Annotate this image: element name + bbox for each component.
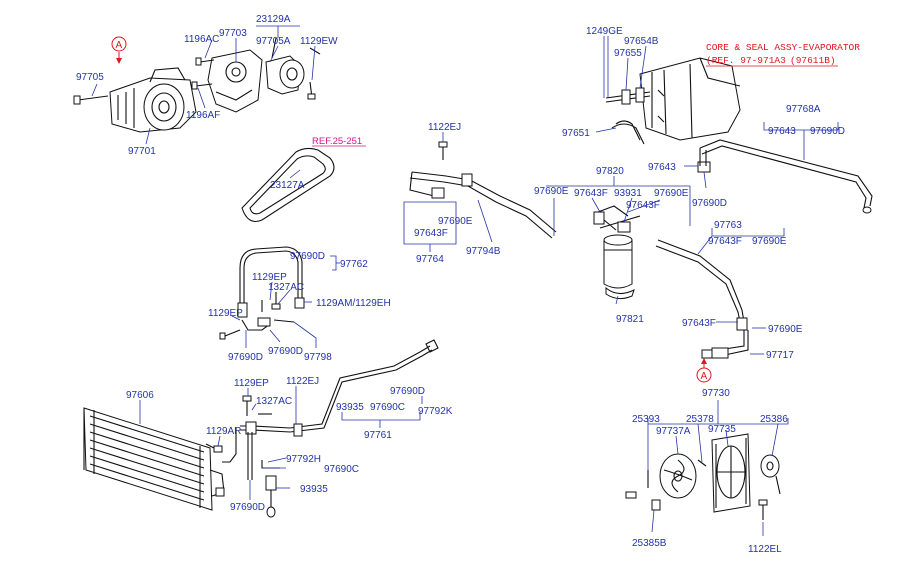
label-1129ep-c[interactable]: 1129EP	[234, 378, 269, 389]
label-1327ac-b[interactable]: 1327AC	[256, 396, 292, 407]
label-97643f-b[interactable]: 97643F	[574, 188, 608, 199]
label-97690e-e[interactable]: 97690E	[768, 324, 803, 335]
label-97690d-b[interactable]: 97690D	[228, 352, 263, 363]
label-97690e-d[interactable]: 97690E	[752, 236, 787, 247]
label-97643f-c[interactable]: 97643F	[626, 200, 660, 211]
label-97792h[interactable]: 97792H	[286, 454, 321, 465]
label-97654b[interactable]: 97654B	[624, 36, 659, 47]
label-97730[interactable]: 97730	[702, 388, 730, 399]
discharge-hose-drawing	[219, 246, 305, 340]
label-1196af[interactable]: 1196AF	[186, 110, 220, 121]
label-97820[interactable]: 97820	[596, 166, 624, 177]
label-97690e-b[interactable]: 97690E	[534, 186, 569, 197]
label-1196ac[interactable]: 1196AC	[184, 34, 219, 45]
label-1129ep-b[interactable]: 1129EP	[208, 308, 243, 319]
label-97821[interactable]: 97821	[616, 314, 644, 325]
label-93931[interactable]: 93931	[614, 188, 642, 199]
label-97690e-a[interactable]: 97690E	[438, 216, 473, 227]
fan-assembly-drawing	[625, 433, 781, 520]
label-97717[interactable]: 97717	[766, 350, 794, 361]
label-97735[interactable]: 97735	[708, 424, 736, 435]
label-97690c-a[interactable]: 97690C	[370, 402, 405, 413]
label-1129am-1129eh[interactable]: 1129AM/1129EH	[316, 298, 391, 309]
receiver-drier-drawing	[593, 205, 641, 300]
suction-hose-drawing	[409, 141, 557, 239]
belt-ref-label[interactable]: REF.25-251	[312, 136, 362, 147]
evaporator-reference: CORE & SEAL ASSY-EVAPORATOR (REF. 97-971…	[706, 42, 860, 67]
label-23127a[interactable]: 23127A	[270, 180, 305, 191]
label-25378[interactable]: 25378	[686, 414, 714, 425]
label-97643f-a[interactable]: 97643F	[414, 228, 448, 239]
condenser-drawing	[83, 407, 225, 511]
label-97768a[interactable]: 97768A	[786, 104, 821, 115]
evaporator-ref-part[interactable]: (97611B)	[790, 55, 836, 66]
label-97792k[interactable]: 97792K	[418, 406, 453, 417]
label-93935-b[interactable]: 93935	[300, 484, 328, 495]
label-97701[interactable]: 97701	[128, 146, 156, 157]
evaporator-drawing	[605, 57, 741, 145]
evaporator-title: CORE & SEAL ASSY-EVAPORATOR	[706, 42, 860, 53]
label-97655[interactable]: 97655	[614, 48, 642, 59]
suction-line-drawing	[697, 139, 873, 214]
label-97643f-e[interactable]: 97643F	[682, 318, 716, 329]
label-97690d-a[interactable]: 97690D	[290, 251, 325, 262]
label-97703[interactable]: 97703	[219, 28, 247, 39]
label-97690c-b[interactable]: 97690C	[324, 464, 359, 475]
label-97762[interactable]: 97762	[340, 259, 368, 270]
marker-a-top-letter: A	[116, 40, 123, 51]
label-1327ac-a[interactable]: 1327AC	[268, 282, 304, 293]
liquid-tube-drawing	[655, 239, 749, 359]
evaporator-ref[interactable]: (REF. 97-971A3	[706, 55, 786, 66]
label-93935-a[interactable]: 93935	[336, 402, 364, 413]
liquid-line-drawing	[205, 339, 439, 518]
compressor-drawing	[73, 37, 321, 133]
label-1249ge[interactable]: 1249GE	[586, 26, 623, 37]
label-97690d-c[interactable]: 97690D	[268, 346, 303, 357]
label-25393[interactable]: 25393	[632, 414, 660, 425]
label-97690d-e[interactable]: 97690D	[230, 502, 265, 513]
drive-belt-drawing	[241, 147, 335, 223]
label-97606[interactable]: 97606	[126, 390, 154, 401]
marker-a-top	[111, 36, 127, 52]
label-97761[interactable]: 97761	[364, 430, 392, 441]
label-97690d-g[interactable]: 97690D	[810, 126, 845, 137]
label-97690d-d[interactable]: 97690D	[390, 386, 425, 397]
label-97763[interactable]: 97763	[714, 220, 742, 231]
label-97690d-f[interactable]: 97690D	[692, 198, 727, 209]
label-97764[interactable]: 97764	[416, 254, 444, 265]
label-1129ar[interactable]: 1129AR	[206, 426, 241, 437]
label-1129ew[interactable]: 1129EW	[300, 36, 338, 47]
label-25386[interactable]: 25386	[760, 414, 788, 425]
label-1122ej-a[interactable]: 1122EJ	[286, 376, 319, 387]
label-97643-a[interactable]: 97643	[648, 162, 676, 173]
marker-a-bottom-letter: A	[701, 371, 708, 382]
label-97798[interactable]: 97798	[304, 352, 332, 363]
label-97705[interactable]: 97705	[76, 72, 104, 83]
label-97794b[interactable]: 97794B	[466, 246, 501, 257]
label-97705a[interactable]: 97705A	[256, 36, 291, 47]
label-1122ej-b[interactable]: 1122EJ	[428, 122, 461, 133]
label-25385b[interactable]: 25385B	[632, 538, 667, 549]
label-23129a[interactable]: 23129A	[256, 14, 291, 25]
part-labels: 97705 1196AC 97703 23129A 97705A 1129EW …	[76, 14, 845, 555]
label-1122el[interactable]: 1122EL	[748, 544, 782, 555]
leader-lines	[91, 25, 839, 536]
label-97651[interactable]: 97651	[562, 128, 590, 139]
label-1129ep-a[interactable]: 1129EP	[252, 272, 287, 283]
label-97643-b[interactable]: 97643	[768, 126, 796, 137]
label-97690e-c[interactable]: 97690E	[654, 188, 689, 199]
label-97643f-d[interactable]: 97643F	[708, 236, 742, 247]
label-97737a[interactable]: 97737A	[656, 426, 691, 437]
